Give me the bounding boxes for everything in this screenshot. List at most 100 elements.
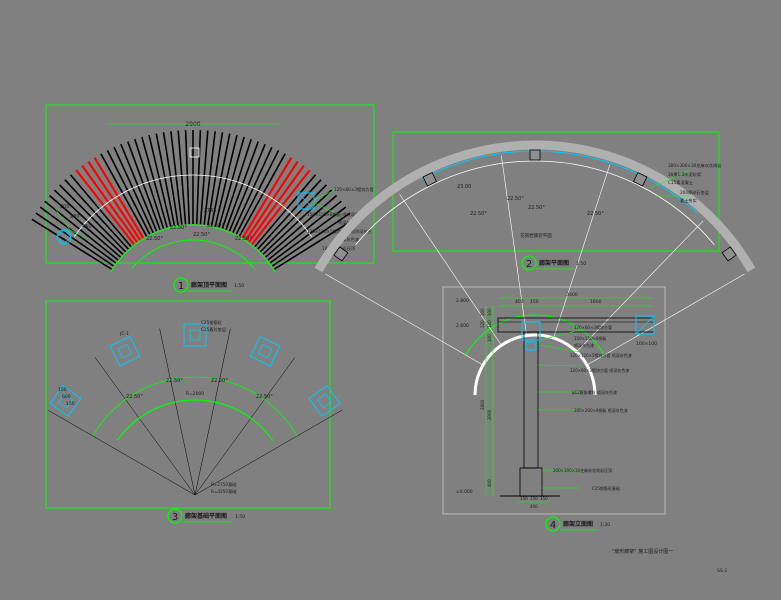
- radial-line: [194, 328, 231, 496]
- note: 素土夯实: [680, 197, 697, 204]
- footing-outer-icon: [109, 335, 141, 367]
- center-label: 花岗岩铺装平面: [520, 232, 552, 239]
- left-dimension: 200: [60, 204, 70, 210]
- slat: [271, 212, 351, 267]
- left-dimension: 150: [58, 387, 67, 393]
- red-slat: [241, 156, 293, 239]
- slat: [199, 130, 209, 225]
- top-dimension: 3400: [566, 292, 578, 298]
- left-dimension: 100: [480, 308, 485, 316]
- slat: [170, 131, 183, 225]
- leader-line: [649, 169, 691, 189]
- drawing-4-elevation: 3400 400 150 1600 2.800 2.600 ±0.000 100…: [442, 286, 666, 532]
- footing-inner-icon: [257, 343, 273, 359]
- slat: [207, 132, 224, 226]
- slat: [148, 134, 172, 227]
- radial-line: [553, 164, 611, 339]
- left-dimension: 120: [487, 320, 492, 328]
- slat: [225, 141, 259, 231]
- height-dimension: 400: [487, 479, 492, 487]
- slat: [218, 136, 245, 228]
- slat: [141, 136, 168, 228]
- sheet-title: "扇形廊架" 施工图设计图一: [612, 548, 673, 555]
- note: 150×150×8钢板 喷涂深灰色: [307, 211, 364, 218]
- note: C15素混凝土: [668, 179, 693, 186]
- canopy-inner-arc: [110, 224, 276, 273]
- column: [523, 331, 539, 469]
- radius-label: R=2000: [186, 391, 204, 397]
- note: R=3250基础: [211, 488, 236, 495]
- red-slat: [93, 156, 145, 239]
- slat: [39, 206, 117, 264]
- drawing-title: 廊架立面图: [563, 520, 593, 528]
- angle-label: 22.50°: [507, 196, 524, 202]
- bottom-dimension: 400: [530, 504, 538, 509]
- red-slat: [248, 165, 305, 243]
- radial-line: [325, 273, 484, 366]
- height-dimension: 2800: [480, 399, 485, 410]
- connection-detail-icon: [521, 321, 541, 341]
- left-dimension: 120: [480, 320, 485, 328]
- note: 300×300×30芝麻灰花岗岩: [668, 162, 721, 169]
- slat: [106, 150, 151, 235]
- end-detail-icon: [635, 315, 655, 335]
- slat: [267, 200, 342, 261]
- red-slat: [245, 160, 299, 241]
- drawing-title: 廊架基础平面图: [185, 512, 227, 520]
- slat: [31, 218, 113, 270]
- top-dimension: 400: [515, 299, 524, 305]
- red-slat: [75, 169, 135, 245]
- drawing-scale: 1:50: [234, 283, 244, 289]
- footing-inner-icon: [189, 329, 201, 341]
- angle-label: 22.50°: [528, 205, 545, 211]
- footing-symbols: [49, 323, 341, 418]
- bottom-dimension: 150: [530, 496, 538, 501]
- red-slat: [81, 165, 138, 243]
- note: 300×300×30芝麻灰花岗岩压顶: [553, 467, 612, 473]
- note: C15素砼垫层: [201, 326, 226, 333]
- slat: [238, 153, 286, 237]
- angle-label: 22.50°: [470, 211, 487, 217]
- slat: [127, 141, 161, 231]
- drawing-2-pavilion-plan: 23.00 22.50° 22.50° 22.50° 22.50° 花岗岩铺装平…: [314, 131, 756, 396]
- column-base: [519, 467, 543, 497]
- drawing-title: 廊架平面图: [539, 259, 569, 267]
- slat: [58, 184, 127, 253]
- slat: [214, 134, 238, 227]
- left-dimensions: 100 120 100 120 100 2800 2000 400: [480, 308, 492, 487]
- red-slat: [87, 160, 141, 241]
- slat: [232, 146, 273, 234]
- left-dimension: 150: [66, 401, 75, 407]
- inner-arc: [355, 160, 715, 245]
- radial-line: [194, 357, 296, 496]
- slat: [265, 194, 338, 258]
- center-post-symbol: [189, 147, 200, 158]
- bottom-dimension: 150: [540, 496, 548, 501]
- radial-line: [47, 409, 196, 496]
- drawing-4-notes: 120×60×3镀锌方管 150×150×8钢板 喷深灰色漆 120×120×5…: [553, 324, 632, 491]
- drawing-number-circle: [521, 255, 537, 271]
- footing-outer-icon: [308, 384, 341, 418]
- angle-label: 22.50°: [235, 236, 252, 242]
- note: 120×60×3镀锌方管: [334, 186, 374, 193]
- radial-lines: [47, 328, 343, 496]
- drawing-number: 1: [178, 281, 184, 292]
- slat: [64, 179, 129, 250]
- slat: [69, 174, 132, 248]
- left-dimension: 600: [62, 394, 71, 400]
- note: 120×60×3镀锌方管: [574, 324, 612, 330]
- drawing-scale: 1:50: [235, 514, 245, 520]
- leader-line: [313, 202, 341, 216]
- bottom-dimension: 150: [520, 496, 528, 501]
- detail-symbol: [56, 229, 72, 245]
- post-square-icon: [721, 246, 737, 262]
- radial-lines: [325, 155, 745, 366]
- slat: [269, 206, 347, 264]
- note: R=2750基础: [211, 481, 236, 488]
- end-label: 100×100: [636, 341, 657, 347]
- radial-line: [501, 155, 527, 336]
- drawing-1-frame: [45, 104, 375, 264]
- slat: [195, 130, 202, 225]
- canopy-outer-arc: [73, 174, 313, 238]
- note: C25钢筋砼: [201, 319, 223, 326]
